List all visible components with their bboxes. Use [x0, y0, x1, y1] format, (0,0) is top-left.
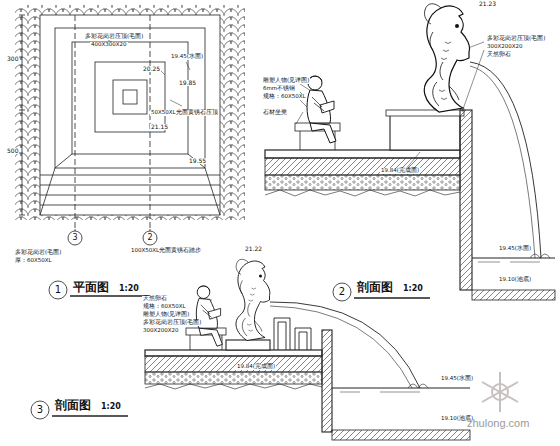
material-note: 50X50XL光面黄锈石压顶 — [150, 110, 219, 116]
elevation: 21.23 — [478, 1, 497, 7]
dimension: 300 — [6, 56, 19, 62]
material-note: 多彩花岗岩压顶(毛面) — [84, 34, 144, 40]
view-title: 剖面图 — [54, 399, 92, 412]
elevation: 19.84(完成面) — [236, 364, 276, 370]
material-note: 6mm不锈钢 — [262, 86, 296, 92]
section-marker: 2 — [146, 234, 153, 242]
section-marker: 3 — [71, 234, 78, 242]
view-number: 2 — [338, 287, 346, 298]
elevation: 19.10(池底) — [498, 277, 532, 283]
watermark: zhulong.com — [466, 418, 530, 430]
view-number: 1 — [54, 285, 62, 296]
view-title: 平面图 — [72, 281, 110, 294]
elevation: 19.45(水面) — [440, 376, 474, 382]
elevation: 21.15 — [150, 124, 169, 130]
scale: 1:20 — [100, 403, 122, 411]
material-note: 雕塑人物(见详图) — [142, 312, 190, 318]
scale: 1:20 — [118, 285, 140, 293]
elevation: 19.45(水面) — [498, 246, 532, 252]
material-note: 石材坐凳 — [262, 110, 288, 116]
material-note: 多彩花岗岩压顶(毛面) — [142, 320, 202, 326]
elevation: 20.25 — [142, 66, 161, 72]
elevation: 19.85 — [178, 80, 197, 86]
view-title: 剖面图 — [356, 281, 394, 294]
elevation: 21.22 — [244, 246, 263, 252]
material-note: 规格：60X50XL — [262, 94, 307, 100]
material-note: 天然卵石 — [486, 52, 512, 58]
material-note: 300X200X20 — [486, 44, 524, 50]
material-note: 300X200X20 — [142, 328, 180, 334]
view-number: 3 — [36, 405, 44, 416]
material-note: 100X50XL光面黄锈石踏步 — [130, 248, 202, 254]
material-note: 厚：60X50XL — [14, 258, 53, 264]
material-note: 规格：60X50XL — [142, 304, 187, 310]
material-note: 400X300X20 — [90, 42, 128, 48]
material-note: 雕塑人物(见详图) — [262, 78, 310, 84]
material-note: 多彩花岗岩压顶(毛面) — [486, 36, 546, 42]
elevation: 19.55 — [188, 158, 207, 164]
elevation: 19.45(水面) — [170, 54, 204, 60]
material-note: 天然卵石 — [142, 296, 168, 302]
material-note: 多彩花岗岩(毛面) — [14, 250, 62, 256]
scale: 1:20 — [402, 285, 424, 293]
dimension: 500 — [6, 148, 19, 154]
plan-view — [15, 5, 245, 299]
elevation: 19.84(完成面) — [380, 168, 420, 174]
watermark-logo — [482, 372, 518, 412]
